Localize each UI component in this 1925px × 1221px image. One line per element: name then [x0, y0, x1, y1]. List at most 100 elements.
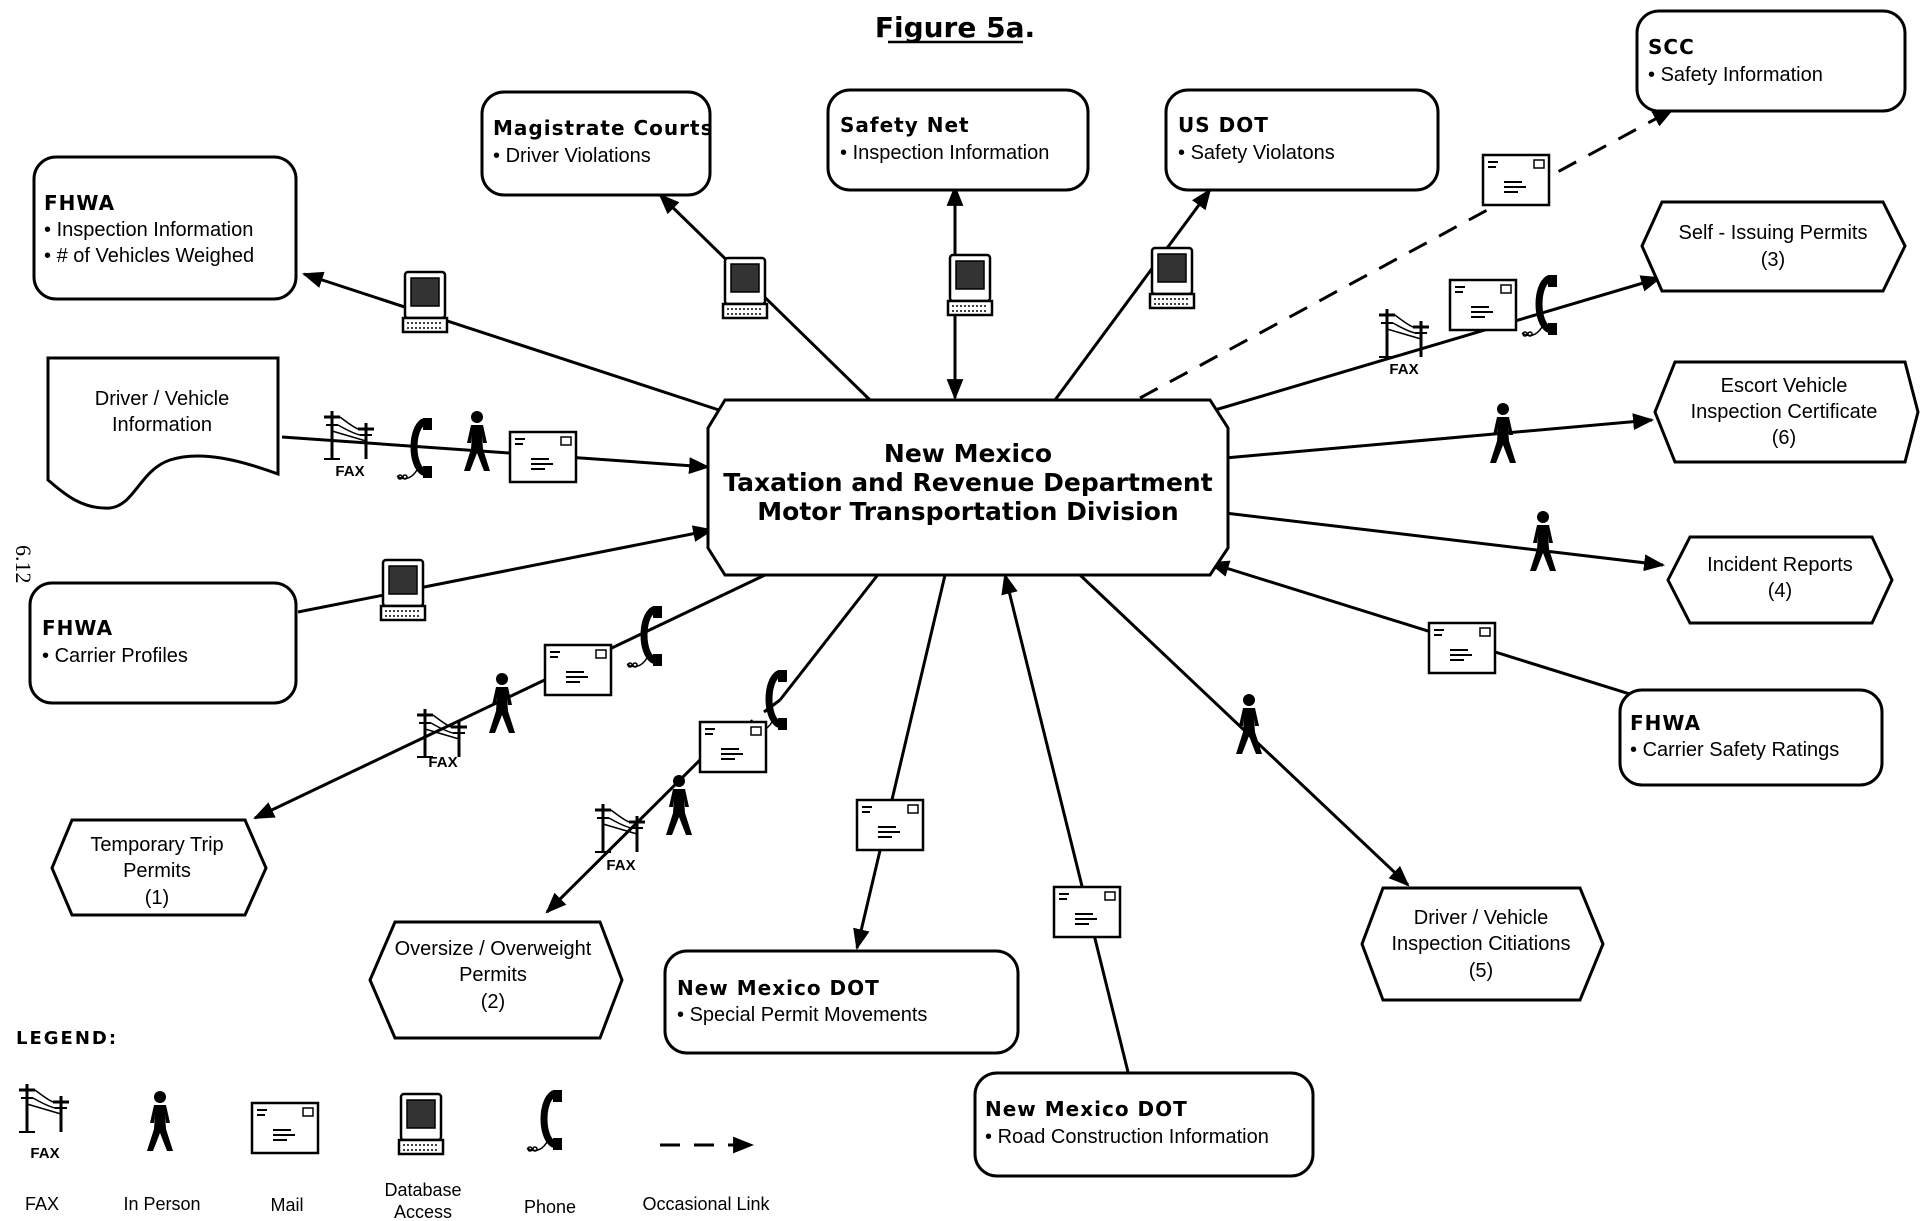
node-line: Incident Reports — [1707, 554, 1853, 576]
fax-label: FAX — [1389, 361, 1418, 378]
node-fhwa-carrier-safety: FHWA • Carrier Safety Ratings — [1618, 688, 1884, 787]
fax-label: FAX — [428, 754, 457, 771]
center-line-1: New Mexico — [884, 439, 1052, 468]
node-line: Temporary Trip — [90, 834, 223, 856]
node-line: Oversize / Overweight — [395, 938, 592, 960]
node-item: Road Construction Information — [998, 1126, 1269, 1148]
node-line: Permits — [123, 860, 191, 882]
fax-icon — [415, 707, 469, 759]
computer-icon — [946, 253, 994, 317]
node-safety-net: Safety Net • Inspection Information — [826, 88, 1090, 192]
center-line-2: Taxation and Revenue Department — [723, 468, 1212, 497]
fax-label: FAX — [30, 1145, 59, 1162]
phone-icon — [627, 606, 662, 667]
mail-icon — [1448, 278, 1518, 332]
node-driver-vehicle-information: Driver / Vehicle Information — [46, 356, 280, 510]
mail-icon — [508, 430, 578, 484]
node-driver-vehicle-citations: Driver / Vehicle Inspection Citiations (… — [1360, 886, 1605, 1002]
node-line: (4) — [1768, 580, 1792, 602]
node-oversize-overweight: Oversize / Overweight Permits (2) — [368, 920, 624, 1040]
node-fhwa-inspection: FHWA • Inspection Information • # of Veh… — [32, 155, 298, 301]
phone-icon — [1522, 275, 1557, 336]
person-icon — [464, 411, 490, 471]
svg-text:• # of Vehicles Weighed: • # of Vehicles Weighed — [44, 245, 254, 267]
person-icon — [489, 673, 515, 733]
svg-text:• Safety Information: • Safety Information — [1648, 64, 1823, 86]
fax-icon — [322, 409, 376, 461]
node-line: Permits — [459, 964, 527, 986]
node-item: Inspection Information — [853, 142, 1050, 164]
svg-text:• Road Construction Informatio: • Road Construction Information — [985, 1126, 1269, 1148]
legend-fax-icon — [17, 1082, 71, 1134]
node-line: (3) — [1761, 249, 1785, 271]
node-item: Carrier Profiles — [55, 645, 188, 667]
node-line: (5) — [1469, 960, 1493, 982]
legend: LEGEND: FAX FAX In Person Mail Database … — [16, 1028, 771, 1221]
node-line: Driver / Vehicle — [1414, 907, 1549, 929]
mail-icon — [543, 643, 613, 697]
node-line: Information — [112, 414, 212, 436]
fax-label: FAX — [335, 463, 364, 480]
svg-text:• Carrier Profiles: • Carrier Profiles — [42, 645, 188, 667]
node-title: New Mexico DOT — [677, 976, 880, 1000]
mail-icon — [1052, 885, 1122, 939]
node-nm-dot-special: New Mexico DOT • Special Permit Movement… — [663, 949, 1020, 1055]
node-line: Inspection Citiations — [1392, 933, 1571, 955]
center-line-3: Motor Transportation Division — [757, 497, 1178, 526]
legend-label-in-person: In Person — [123, 1194, 200, 1214]
node-item: # of Vehicles Weighed — [57, 245, 255, 267]
node-item: Inspection Information — [57, 219, 254, 241]
node-us-dot: US DOT • Safety Violatons — [1164, 88, 1440, 192]
node-item: Special Permit Movements — [690, 1004, 928, 1026]
node-title: Safety Net — [840, 113, 970, 137]
legend-mail-icon — [250, 1101, 320, 1155]
person-icon — [1490, 403, 1516, 463]
legend-label-phone: Phone — [524, 1197, 576, 1217]
computer-icon — [379, 558, 427, 622]
node-line: Driver / Vehicle — [95, 388, 230, 410]
node-line: Inspection Certificate — [1691, 401, 1878, 423]
svg-text:• Driver Violations: • Driver Violations — [493, 145, 651, 167]
page-number: 6.12 — [11, 545, 36, 584]
node-nm-dot-road: New Mexico DOT • Road Construction Infor… — [973, 1071, 1315, 1178]
node-item: Safety Information — [1661, 64, 1823, 86]
fax-label: FAX — [606, 857, 635, 874]
svg-text:• Special Permit Movements: • Special Permit Movements — [677, 1004, 927, 1026]
node-escort-vehicle: Escort Vehicle Inspection Certificate (6… — [1653, 360, 1920, 464]
legend-label-mail: Mail — [270, 1195, 303, 1215]
svg-text:• Inspection Information: • Inspection Information — [44, 219, 253, 241]
svg-text:• Carrier Safety Ratings: • Carrier Safety Ratings — [1630, 739, 1839, 761]
mail-icon — [855, 798, 925, 852]
node-line: Self - Issuing Permits — [1679, 222, 1868, 244]
edge-icons: FAX FAX FAX FAX — [322, 153, 1557, 939]
person-icon — [666, 775, 692, 835]
fax-icon — [593, 802, 647, 854]
computer-icon — [721, 256, 769, 320]
node-title: FHWA — [42, 616, 113, 640]
figure-title: Figure 5a. — [875, 11, 1035, 44]
node-title: Magistrate Courts — [493, 116, 713, 140]
node-line: (1) — [145, 887, 169, 909]
node-title: SCC — [1648, 35, 1695, 59]
legend-label-fax: FAX — [25, 1194, 59, 1214]
node-fhwa-carrier-profiles: FHWA • Carrier Profiles — [28, 581, 298, 705]
svg-text:• Inspection Information: • Inspection Information — [840, 142, 1049, 164]
legend-phone-icon — [527, 1090, 562, 1151]
computer-icon — [1148, 246, 1196, 310]
node-title: US DOT — [1178, 113, 1269, 137]
node-item: Carrier Safety Ratings — [1643, 739, 1840, 761]
mail-icon — [1427, 621, 1497, 675]
person-icon — [1530, 511, 1556, 571]
fax-icon — [1377, 307, 1431, 359]
computer-icon — [401, 270, 449, 334]
person-icon — [1236, 694, 1262, 754]
node-item: Driver Violations — [506, 145, 651, 167]
legend-title: LEGEND: — [16, 1028, 118, 1049]
node-title: FHWA — [1630, 711, 1701, 735]
legend-label-database: Database — [384, 1180, 461, 1200]
node-title: New Mexico DOT — [985, 1097, 1188, 1121]
center-node: New Mexico Taxation and Revenue Departme… — [706, 398, 1230, 577]
node-self-issuing-permits: Self - Issuing Permits (3) — [1640, 200, 1907, 293]
node-line: Escort Vehicle — [1721, 375, 1848, 397]
